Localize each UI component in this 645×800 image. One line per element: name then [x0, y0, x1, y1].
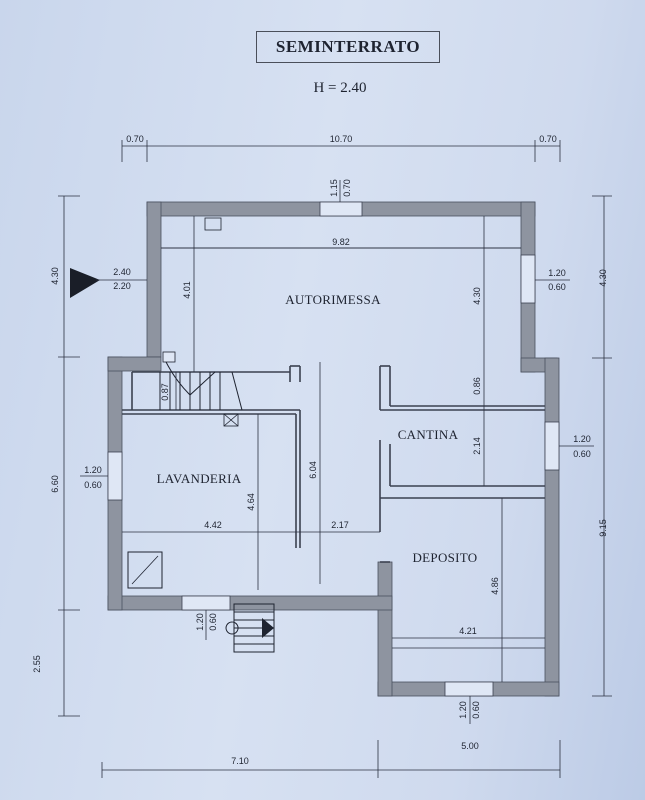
window-right-garage	[520, 254, 536, 304]
dim-deposito-height: 4.86	[490, 577, 500, 595]
wall-bottom-left	[107, 595, 393, 611]
room-label-cantina: CANTINA	[398, 427, 459, 442]
dim-top-right: 0.70	[539, 134, 557, 144]
shower-tray-icon	[127, 551, 163, 589]
dim-left-h2: 6.60	[50, 475, 60, 493]
room-label-lavanderia: LAVANDERIA	[157, 471, 242, 486]
room-label-deposito: DEPOSITO	[412, 550, 477, 565]
exterior-stairs	[225, 603, 275, 653]
dimension-lines	[58, 140, 612, 778]
room-label-autorimessa: AUTORIMESSA	[285, 292, 381, 307]
exterior-stairs-arrow-icon	[262, 618, 274, 638]
ceiling-height-label: H = 2.40	[313, 80, 367, 96]
dim-stair-height: 4.01	[182, 281, 192, 299]
dim-bottom-left: 7.10	[231, 756, 249, 766]
dim-cantina-h1: 0.86	[472, 377, 482, 395]
entrance-arrow-icon	[70, 268, 100, 298]
openings	[107, 201, 560, 697]
dim-window-bottom2-b: 0.60	[471, 701, 481, 719]
window-bottom-deposito	[444, 681, 494, 697]
wall-deposito-left	[377, 561, 393, 697]
dim-window-left-b: 0.60	[84, 480, 102, 490]
dim-window-top-b: 0.70	[342, 179, 352, 197]
dim-top-mid: 10.70	[330, 134, 353, 144]
dim-bottom-right: 5.00	[461, 741, 479, 751]
window-bottom-lavanderia	[181, 595, 231, 611]
walls	[107, 201, 560, 697]
dim-garage-depth: 4.30	[472, 287, 482, 305]
laundry-vent-icon	[223, 413, 239, 427]
window-top	[319, 201, 363, 217]
dim-left-h3: 2.55	[32, 655, 42, 673]
wall-step-left	[107, 356, 162, 372]
dim-left-h1: 4.30	[50, 267, 60, 285]
dim-entry-b: 2.20	[113, 281, 131, 291]
dim-right-h1: 4.30	[598, 269, 608, 287]
dim-window-left-a: 1.20	[84, 465, 102, 475]
dim-deposito-width: 4.21	[459, 626, 477, 636]
dim-window-bottom1-a: 1.20	[195, 613, 205, 631]
dim-window-right2-b: 0.60	[573, 449, 591, 459]
dim-middle-width: 2.17	[331, 520, 349, 530]
dim-window-bottom2-a: 1.20	[458, 701, 468, 719]
dim-top-left: 0.70	[126, 134, 144, 144]
dim-window-bottom1-b: 0.60	[208, 613, 218, 631]
dim-lavanderia-height: 4.64	[246, 493, 256, 511]
plan-title: SEMINTERRATO	[256, 31, 440, 63]
window-right-cantina	[544, 421, 560, 471]
dim-window-right1-a: 1.20	[548, 268, 566, 278]
dim-right-h2: 9.15	[598, 519, 608, 537]
dim-cantina-h2: 2.14	[472, 437, 482, 455]
dim-window-right2-a: 1.20	[573, 434, 591, 444]
window-left-lavanderia	[107, 451, 123, 501]
dim-window-right1-b: 0.60	[548, 282, 566, 292]
wall-right-lower	[544, 357, 560, 697]
plan-title-text: SEMINTERRATO	[275, 37, 421, 56]
dim-entry-a: 2.40	[113, 267, 131, 277]
dim-garage-width: 9.82	[332, 237, 350, 247]
dim-middle-height: 6.04	[308, 461, 318, 479]
dim-window-top-a: 1.15	[329, 179, 339, 197]
wall-left-upper	[146, 201, 162, 358]
dim-stair-small: 0.87	[160, 383, 170, 401]
dim-lavanderia-width: 4.42	[204, 520, 222, 530]
stair-newel	[162, 351, 176, 363]
garage-sink-icon	[204, 217, 222, 231]
interior-stairs	[159, 359, 243, 411]
